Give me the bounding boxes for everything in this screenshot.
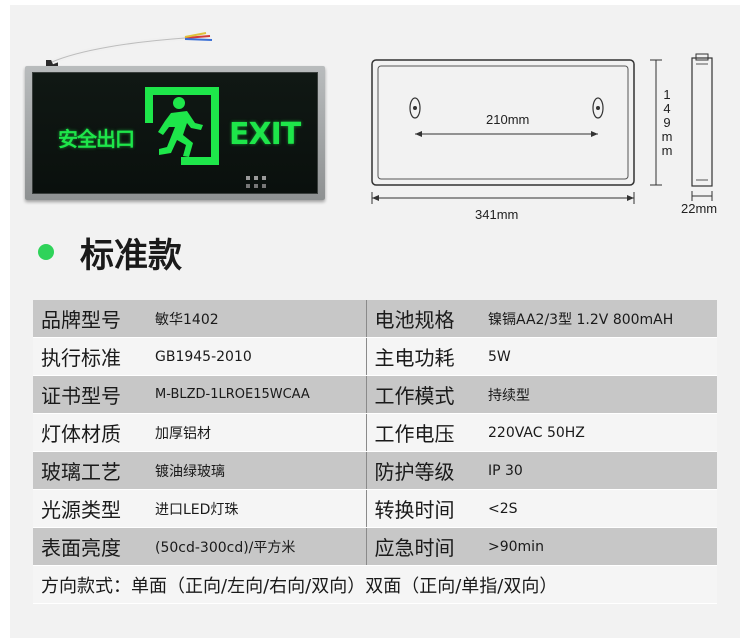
spec-key: 证书型号 xyxy=(33,375,147,414)
spec-value: 敏华1402 xyxy=(147,300,367,338)
table-row: 光源类型进口LED灯珠转换时间<2S xyxy=(33,489,717,528)
power-cable-icon xyxy=(46,32,213,70)
spec-value: 镍镉AA2/3型 1.2V 800mAH xyxy=(480,300,717,338)
dim-height: 149mm xyxy=(661,87,673,158)
sign-panel: 安全出口 EXIT xyxy=(32,72,318,194)
spec-value: 持续型 xyxy=(480,375,717,414)
spec-key: 执行标准 xyxy=(33,337,147,376)
section-title: 标准款 xyxy=(80,236,182,276)
spec-key: 应急时间 xyxy=(366,527,480,566)
green-dot-icon xyxy=(38,244,54,260)
table-row: 方向款式：单面（正向/左向/右向/双向）双面（正向/单指/双向） xyxy=(33,565,717,604)
indicator-leds-icon xyxy=(246,176,266,188)
sign-exit-text: EXIT xyxy=(229,117,301,152)
mount-hole-left-icon xyxy=(409,97,421,119)
spec-key: 表面亮度 xyxy=(33,527,147,566)
spec-key: 玻璃工艺 xyxy=(33,451,147,490)
spec-value: GB1945-2010 xyxy=(147,337,367,376)
spec-value: 220VAC 50HZ xyxy=(480,413,717,452)
mount-hole-right-icon xyxy=(592,97,604,119)
direction-styles-row: 方向款式：单面（正向/左向/右向/双向）双面（正向/单指/双向） xyxy=(33,565,717,604)
spec-value: >90min xyxy=(480,527,717,566)
spec-key: 灯体材质 xyxy=(33,413,147,452)
dim-depth: 22mm xyxy=(681,201,718,216)
dimension-drawing xyxy=(371,53,713,204)
spec-key: 品牌型号 xyxy=(33,300,147,338)
spec-key: 电池规格 xyxy=(366,300,480,338)
dim-inner-width: 210mm xyxy=(486,112,530,127)
spec-value: (50cd-300cd)/平方米 xyxy=(147,527,367,566)
dim-outer-width: 341mm xyxy=(475,207,519,222)
spec-value: 进口LED灯珠 xyxy=(147,489,367,528)
spec-key: 工作电压 xyxy=(366,413,480,452)
spec-key: 工作模式 xyxy=(366,375,480,414)
sign-chinese-text: 安全出口 xyxy=(58,127,135,151)
spec-key: 防护等级 xyxy=(366,451,480,490)
running-man-exit-icon xyxy=(145,87,219,165)
spec-value: IP 30 xyxy=(480,451,717,490)
spec-value: 加厚铝材 xyxy=(147,413,367,452)
spec-key: 光源类型 xyxy=(33,489,147,528)
sign-housing: 安全出口 EXIT xyxy=(25,66,325,200)
spec-key: 转换时间 xyxy=(366,489,480,528)
spec-value: M-BLZD-1LROE15WCAA xyxy=(147,375,367,414)
spec-value: 5W xyxy=(480,337,717,376)
spec-value: 镀油绿玻璃 xyxy=(147,451,367,490)
spec-value: <2S xyxy=(480,489,717,528)
exit-sign-image: 安全出口 EXIT xyxy=(20,30,330,210)
table-row: 表面亮度(50cd-300cd)/平方米应急时间>90min xyxy=(33,527,717,566)
spec-key: 主电功耗 xyxy=(366,337,480,376)
